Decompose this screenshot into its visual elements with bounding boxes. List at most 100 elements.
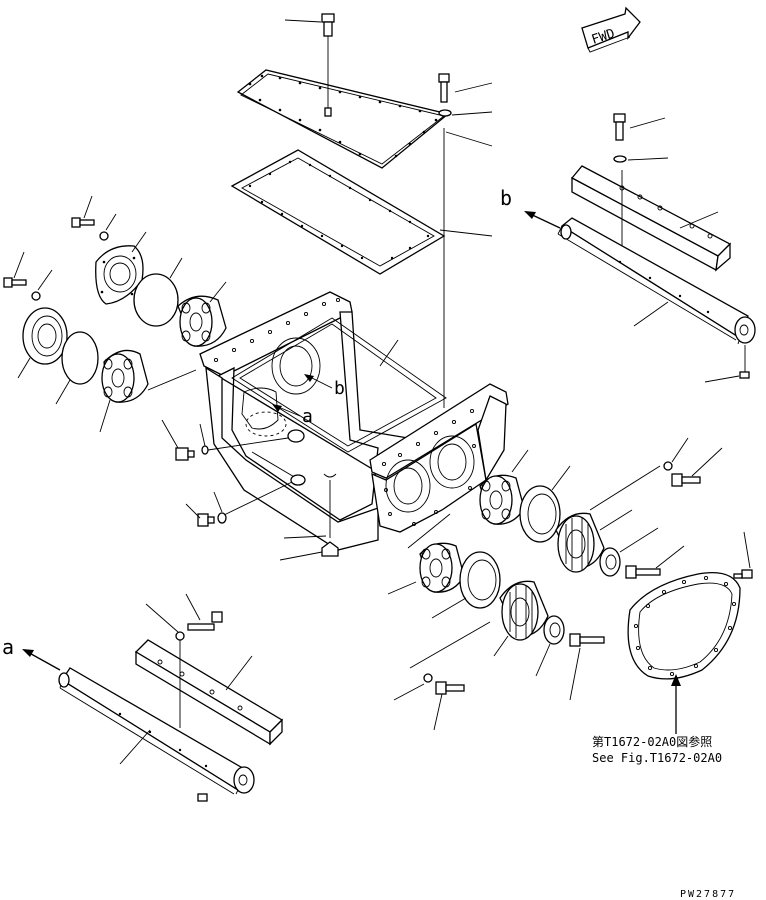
roller-bearing-lower [101, 349, 149, 403]
leader-line [13, 251, 25, 279]
case-marker-b-label: b [334, 378, 345, 399]
view-b-arrow: b [500, 186, 561, 229]
upper-shaft [557, 217, 756, 345]
leader-line [599, 509, 633, 531]
leader-line [161, 419, 179, 449]
leader-line [199, 423, 206, 447]
cover-gasket [230, 149, 446, 275]
leader-line [131, 231, 147, 253]
leader-line [284, 19, 322, 23]
bracket-bolt [613, 113, 626, 141]
leader-line [185, 503, 201, 519]
spacer-ring-upper [599, 547, 621, 577]
leader-line [431, 597, 467, 619]
fwd-arrow-icon: FWD [581, 6, 641, 53]
leader-line [393, 683, 425, 701]
leader-line [279, 551, 323, 561]
roller-bearing-upper [177, 295, 227, 347]
washer [663, 461, 673, 471]
cover-bolt-lower [435, 681, 465, 695]
leader-line [185, 593, 201, 621]
leader-line [691, 447, 723, 477]
o-ring [61, 331, 99, 385]
lower-bracket-bolt [187, 611, 223, 631]
leader-line [655, 545, 685, 569]
leader-line [221, 481, 293, 517]
washer [423, 673, 433, 683]
bearing-retainer-right-lower [459, 551, 501, 609]
case-marker-a-label: a [302, 406, 313, 427]
leader-line [17, 357, 31, 379]
roller-bearing-right-lower [419, 542, 465, 593]
leader-line [37, 269, 53, 291]
plug-bushing [287, 429, 305, 443]
taper-bearing-right-lower [499, 580, 549, 641]
washer [613, 155, 627, 163]
leader-line [213, 491, 223, 513]
drain-plug [175, 447, 195, 461]
leader-line [105, 213, 117, 231]
leader-line [209, 281, 227, 303]
leader-line [551, 465, 571, 491]
side-cover [627, 571, 741, 680]
leader-line [433, 693, 443, 731]
case-marker-b: b [304, 374, 345, 399]
level-plug [197, 513, 215, 527]
shaft-pin [739, 371, 750, 379]
leader-line [283, 535, 327, 539]
reference-note-en: See Fig.T1672-02A0 [592, 751, 722, 765]
lower-bracket [134, 639, 284, 746]
case-marker-a: a [272, 404, 313, 427]
taper-bearing-right-upper [555, 512, 605, 573]
o-ring-small [217, 512, 227, 524]
leader-line [225, 655, 253, 691]
spacer-ring-lower [543, 615, 565, 645]
retainer-bolt [3, 277, 27, 288]
leader-line [379, 339, 399, 367]
shaft-pin [197, 793, 208, 802]
leader-line [445, 131, 493, 147]
plug-bushing [290, 474, 306, 486]
leader-line [409, 621, 491, 669]
bearing-retainer-lower [22, 307, 68, 365]
leader-line [627, 157, 669, 161]
leader-line [679, 211, 719, 229]
breather-plug [321, 13, 335, 117]
leader-line [511, 449, 529, 473]
leader-line [207, 437, 289, 451]
washer [99, 231, 109, 241]
upper-bracket [570, 165, 732, 272]
reference-arrowhead-icon [671, 674, 681, 686]
view-b-label: b [500, 186, 512, 210]
case-axis-line [251, 451, 297, 479]
bearing-retainer-right-upper [519, 485, 561, 543]
view-a-label: a [2, 635, 14, 659]
o-ring [133, 273, 179, 327]
leader-line [83, 195, 93, 219]
leader-line [387, 581, 417, 595]
top-cover-plate [236, 69, 450, 169]
leader-line [569, 647, 581, 701]
cover-bolt-right [671, 473, 701, 487]
washer [438, 109, 452, 117]
leader-line [671, 437, 689, 463]
washer [31, 291, 41, 301]
side-cover-bolt [733, 569, 753, 579]
grease-fitting [321, 541, 339, 557]
leader-line [633, 301, 669, 327]
reference-note-jp: 第T1672-02A0図参照 [592, 734, 712, 749]
leader-line [407, 513, 451, 549]
washer [175, 631, 185, 641]
drawing-number: PW27877 [680, 889, 736, 900]
leader-line [145, 603, 179, 633]
o-ring-small [201, 445, 209, 455]
leader-line [451, 111, 493, 116]
leader-line [454, 82, 493, 93]
leader-line [55, 379, 71, 405]
fwd-label: FWD [590, 26, 617, 48]
leader-line [99, 399, 111, 433]
bearing-bolt-lower [569, 633, 605, 647]
leader-line [169, 257, 183, 279]
